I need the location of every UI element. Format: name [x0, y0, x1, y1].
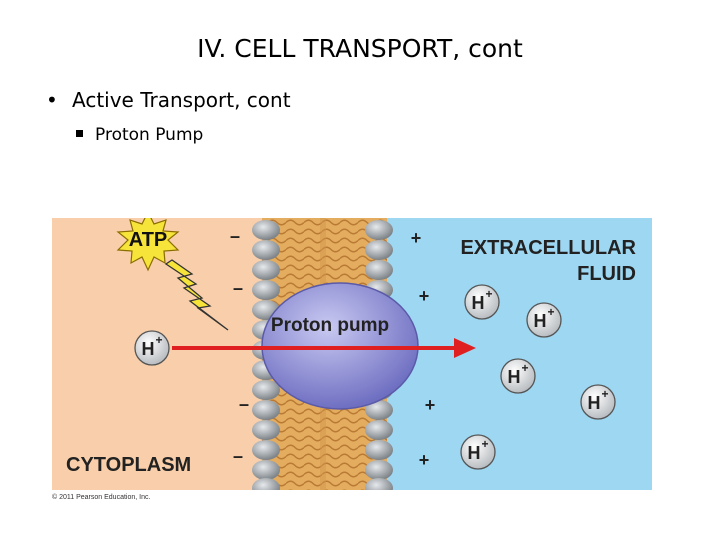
bullet-proton-pump: Proton Pump: [76, 125, 203, 145]
proton-ion-h: H: [472, 293, 485, 313]
proton-ion-outside-1: H +: [464, 284, 500, 320]
bullet-dot: •: [46, 88, 58, 112]
atp-burst: ATP: [116, 218, 180, 272]
proton-ion-outside-5: H +: [460, 434, 496, 470]
cytoplasm-label: CYTOPLASM: [66, 454, 191, 476]
charge-plus-4: +: [419, 450, 430, 470]
charge-minus-3: –: [239, 394, 249, 414]
copyright-notice: © 2011 Pearson Education, Inc.: [52, 494, 151, 501]
proton-ion-h: H: [588, 393, 601, 413]
charge-plus-1: +: [411, 228, 422, 248]
proton-ion-outside-3: H +: [500, 358, 536, 394]
proton-pump-diagram: Proton pump ATP – – – – + + + + EXTRACEL…: [52, 218, 652, 490]
atp-label: ATP: [129, 229, 168, 251]
extracellular-label-line1: EXTRACELLULAR: [460, 237, 636, 259]
bullet-active-transport-text: Active Transport, cont: [72, 88, 291, 112]
charge-plus-3: +: [425, 395, 436, 415]
charge-minus-2: –: [233, 278, 243, 298]
extracellular-label-line2: FLUID: [577, 263, 636, 285]
proton-ion-charge: +: [155, 333, 162, 347]
proton-ion-h: H: [142, 339, 155, 359]
proton-ion-charge: +: [601, 387, 608, 401]
charge-plus-2: +: [419, 286, 430, 306]
proton-pump-label: Proton pump: [271, 315, 389, 336]
proton-ion-charge: +: [485, 287, 492, 301]
charge-minus-1: –: [230, 226, 240, 246]
bullet-active-transport: • Active Transport, cont: [46, 88, 291, 112]
extracellular-region: [387, 218, 652, 490]
proton-ion-outside-4: H +: [580, 384, 616, 420]
proton-ion-h: H: [468, 443, 481, 463]
proton-ion-charge: +: [521, 361, 528, 375]
transport-arrow: [172, 338, 476, 358]
proton-ion-outside-2: H +: [526, 302, 562, 338]
energy-bolt: [164, 259, 229, 331]
charge-minus-4: –: [233, 446, 243, 466]
bullet-proton-pump-text: Proton Pump: [95, 125, 204, 145]
slide-title: IV. CELL TRANSPORT, cont: [197, 34, 523, 63]
proton-ion-cytoplasm: H +: [134, 330, 170, 366]
proton-ion-h: H: [534, 311, 547, 331]
bullet-square: [76, 129, 83, 137]
proton-ion-charge: +: [547, 305, 554, 319]
proton-ion-h: H: [508, 367, 521, 387]
proton-ion-charge: +: [481, 437, 488, 451]
